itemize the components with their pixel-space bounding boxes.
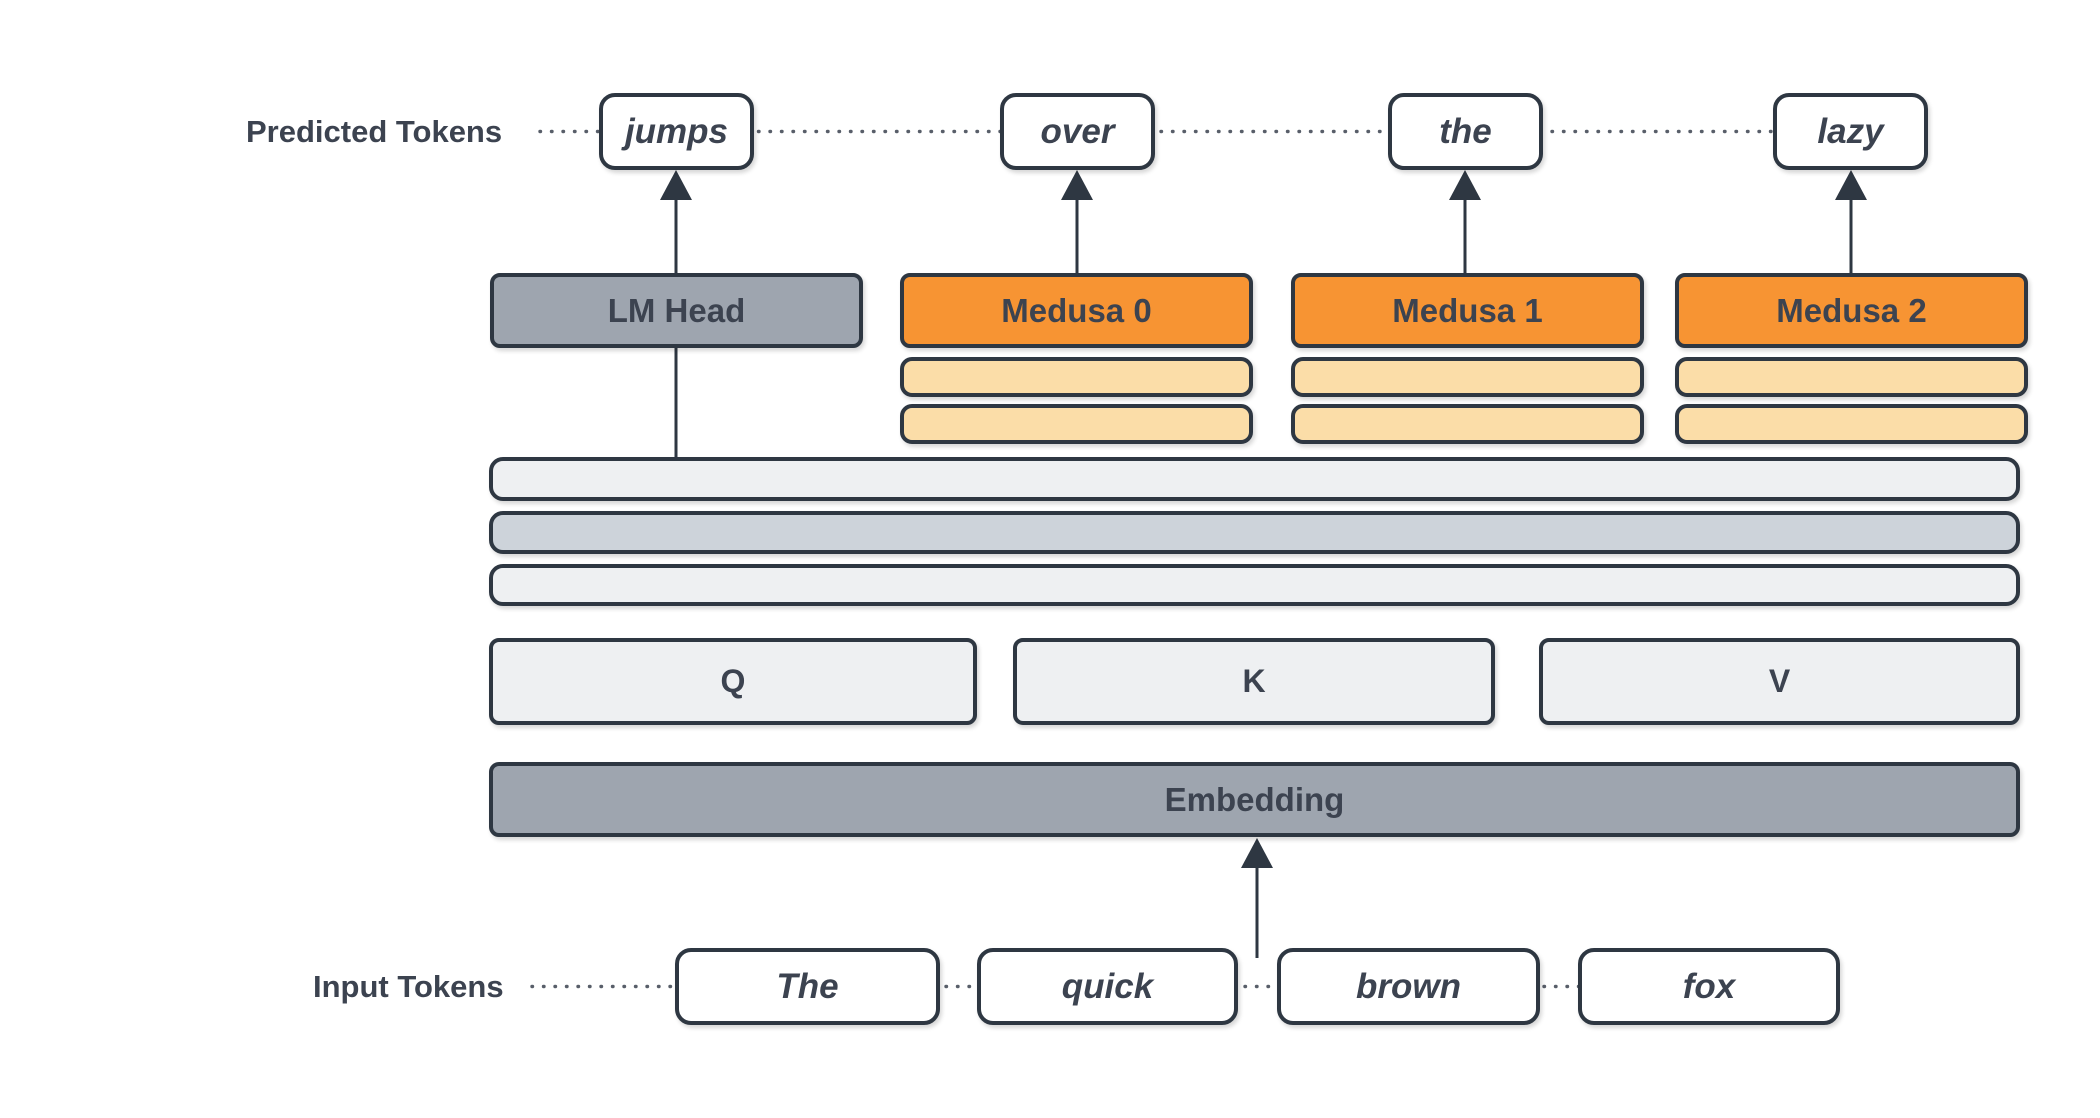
input-token-brown: brown <box>1277 948 1540 1025</box>
predicted-token-over: over <box>1000 93 1155 170</box>
input-token-the: The <box>675 948 940 1025</box>
transformer-block-bar-3 <box>489 564 2020 606</box>
input-token-fox: fox <box>1578 948 1840 1025</box>
q-box: Q <box>489 638 977 725</box>
predicted-token-the: the <box>1388 93 1543 170</box>
predicted-tokens-label: Predicted Tokens <box>246 113 503 149</box>
arrowhead-input-to-embedding <box>1241 838 1273 868</box>
medusa-0-layer-bar-1 <box>900 357 1253 397</box>
arrowhead-medusa2-to-lazy <box>1835 170 1867 200</box>
arrowhead-medusa0-to-over <box>1061 170 1093 200</box>
medusa-2-layer-bar-2 <box>1675 404 2028 444</box>
medusa-head-1-box: Medusa 1 <box>1291 273 1644 348</box>
medusa-head-0-box: Medusa 0 <box>900 273 1253 348</box>
embedding-box: Embedding <box>489 762 2020 837</box>
predicted-token-lazy: lazy <box>1773 93 1928 170</box>
input-tokens-label: Input Tokens <box>313 968 504 1004</box>
arrowhead-lmhead-to-jumps <box>660 170 692 200</box>
input-token-quick: quick <box>977 948 1238 1025</box>
transformer-block-bar-1 <box>489 457 2020 501</box>
medusa-2-layer-bar-1 <box>1675 357 2028 397</box>
transformer-block-bar-2 <box>489 511 2020 554</box>
medusa-0-layer-bar-2 <box>900 404 1253 444</box>
k-box: K <box>1013 638 1495 725</box>
medusa-1-layer-bar-2 <box>1291 404 1644 444</box>
lm-head-box: LM Head <box>490 273 863 348</box>
medusa-1-layer-bar-1 <box>1291 357 1644 397</box>
predicted-token-jumps: jumps <box>599 93 754 170</box>
arrowhead-medusa1-to-the <box>1449 170 1481 200</box>
v-box: V <box>1539 638 2020 725</box>
medusa-head-2-box: Medusa 2 <box>1675 273 2028 348</box>
